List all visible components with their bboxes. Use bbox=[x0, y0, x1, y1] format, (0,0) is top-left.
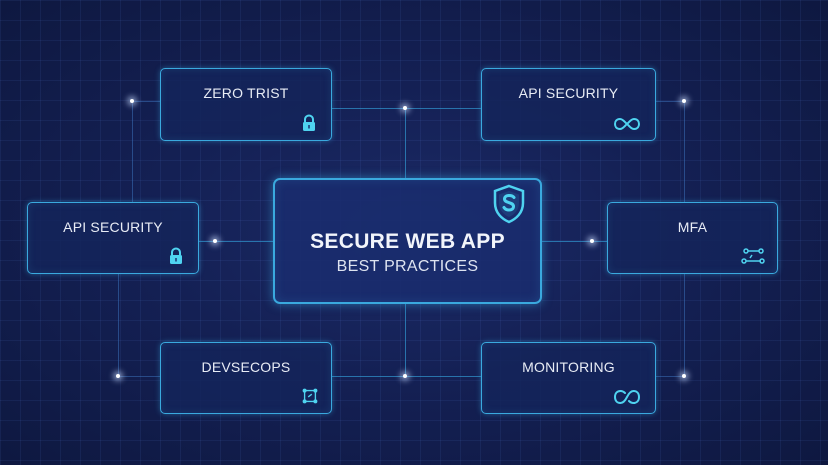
connector-line bbox=[405, 108, 406, 178]
connector-line bbox=[132, 101, 133, 202]
card-api-security-top[interactable]: API SECURITY bbox=[481, 68, 656, 141]
shield-s-icon bbox=[493, 184, 525, 224]
connector-line bbox=[655, 101, 685, 102]
connector-line bbox=[132, 101, 160, 102]
connector-line bbox=[405, 304, 406, 376]
connector-line bbox=[684, 274, 685, 377]
card-zero-trust[interactable]: ZERO TRIST bbox=[160, 68, 332, 141]
card-devsecops[interactable]: DEVSECOPS bbox=[160, 342, 332, 414]
card-label: ZERO TRIST bbox=[203, 85, 289, 101]
open-loop-icon bbox=[613, 389, 641, 405]
connector-node bbox=[130, 99, 134, 103]
card-label: API SECURITY bbox=[63, 219, 163, 235]
node-graph-icon bbox=[741, 248, 765, 264]
lock-icon bbox=[303, 114, 315, 131]
connector-line bbox=[684, 101, 685, 202]
infinity-link-icon bbox=[613, 117, 641, 131]
card-label: DEVSECOPS bbox=[201, 359, 291, 375]
connector-line bbox=[199, 241, 273, 242]
connector-node bbox=[403, 106, 407, 110]
card-mfa[interactable]: MFA bbox=[607, 202, 778, 274]
card-label: MFA bbox=[677, 219, 708, 235]
connector-node bbox=[213, 239, 217, 243]
card-api-security-left[interactable]: API SECURITY bbox=[27, 202, 199, 274]
connector-node bbox=[590, 239, 594, 243]
connector-node bbox=[682, 99, 686, 103]
connector-line bbox=[118, 274, 119, 376]
center-subtitle: BEST PRACTICES bbox=[336, 258, 479, 275]
connector-node bbox=[403, 374, 407, 378]
card-monitoring[interactable]: MONITORING bbox=[481, 342, 656, 414]
card-label: API SECURITY bbox=[518, 85, 619, 101]
center-card[interactable]: SECURE WEB APP BEST PRACTICES bbox=[273, 178, 542, 304]
connector-node bbox=[682, 374, 686, 378]
connector-line bbox=[655, 376, 685, 377]
network-nodes-icon bbox=[302, 388, 318, 404]
connector-line bbox=[118, 376, 160, 377]
card-label: MONITORING bbox=[522, 359, 615, 375]
connector-line bbox=[542, 241, 607, 242]
connector-node bbox=[116, 374, 120, 378]
lock-icon bbox=[170, 247, 182, 264]
center-title: SECURE WEB APP bbox=[310, 230, 505, 253]
